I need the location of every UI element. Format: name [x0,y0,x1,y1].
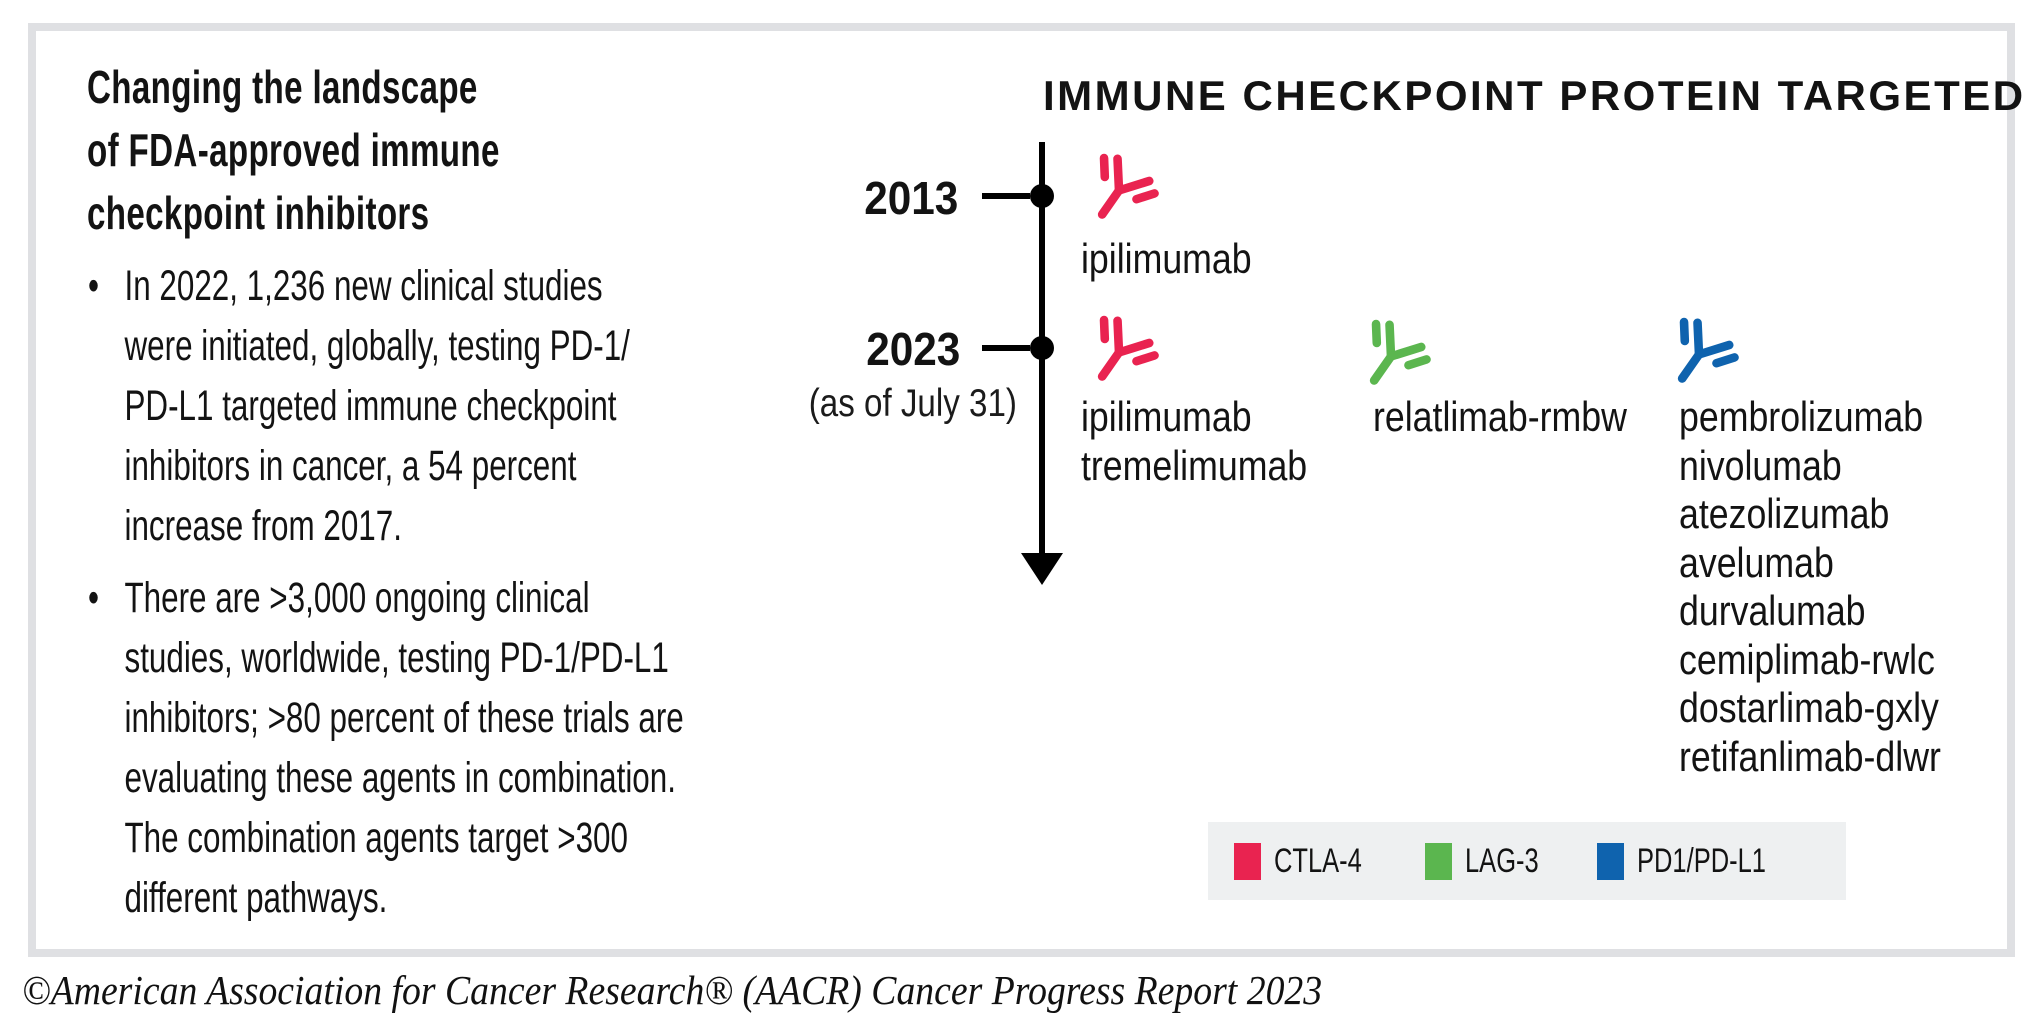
legend-swatch-ctla4 [1234,842,1261,880]
timeline-tick-2013 [982,193,1030,199]
legend: CTLA-4 LAG-3 PD1/PD-L1 [1208,822,1846,900]
year-label-2013: 2013 [863,172,958,224]
bullet-item: • In 2022, 1,236 new clinical studies we… [88,256,818,556]
antibody-icon-ctla4-2023 [1076,308,1162,394]
timeline-node-2023 [1030,336,1054,360]
legend-swatch-pd1 [1597,842,1625,880]
drug-list-pd1-2023: pembrolizumab nivolumab atezolizumab ave… [1679,393,1941,780]
legend-item-lag3: LAG-3 [1425,842,1563,881]
timeline-arrowhead-icon [1021,553,1063,585]
legend-item-pd1: PD1/PD-L1 [1597,842,1809,881]
diagram-heading: IMMUNE CHECKPOINT PROTEIN TARGETED [1043,72,2026,119]
bullet-text-2: There are >3,000 ongoing clinical studie… [124,574,684,922]
drug-list-ctla4-2023: ipilimumab tremelimumab [1081,393,1308,489]
legend-label-pd1: PD1/PD-L1 [1637,841,1767,880]
antibody-icon-lag3-2023 [1348,312,1434,398]
bullet-glyph: • [88,574,99,622]
drug-list-ctla4-2013: ipilimumab [1081,235,1252,282]
antibody-icon-pd1-2023 [1656,310,1742,396]
bullet-glyph: • [88,262,99,310]
timeline-tick-2023 [982,345,1030,351]
year-label-2023: 2023 [865,323,960,375]
infographic-card [28,23,2015,957]
copyright-credit: ©American Association for Cancer Researc… [22,967,1323,1013]
bullet-text-1: In 2022, 1,236 new clinical studies were… [124,262,630,550]
legend-label-ctla4: CTLA-4 [1274,841,1362,880]
antibody-icon-ctla4-2013 [1076,146,1162,232]
legend-swatch-lag3 [1425,842,1453,880]
year-note-2023: (as of July 31) [808,382,1017,425]
bullet-item: • There are >3,000 ongoing clinical stud… [88,568,818,928]
legend-item-ctla4: CTLA-4 [1234,842,1391,881]
timeline-node-2013 [1030,184,1054,208]
page-title: Changing the landscape of FDA-approved i… [87,61,500,239]
legend-label-lag3: LAG-3 [1465,841,1539,880]
drug-list-lag3-2023: relatlimab-rmbw [1373,393,1627,440]
